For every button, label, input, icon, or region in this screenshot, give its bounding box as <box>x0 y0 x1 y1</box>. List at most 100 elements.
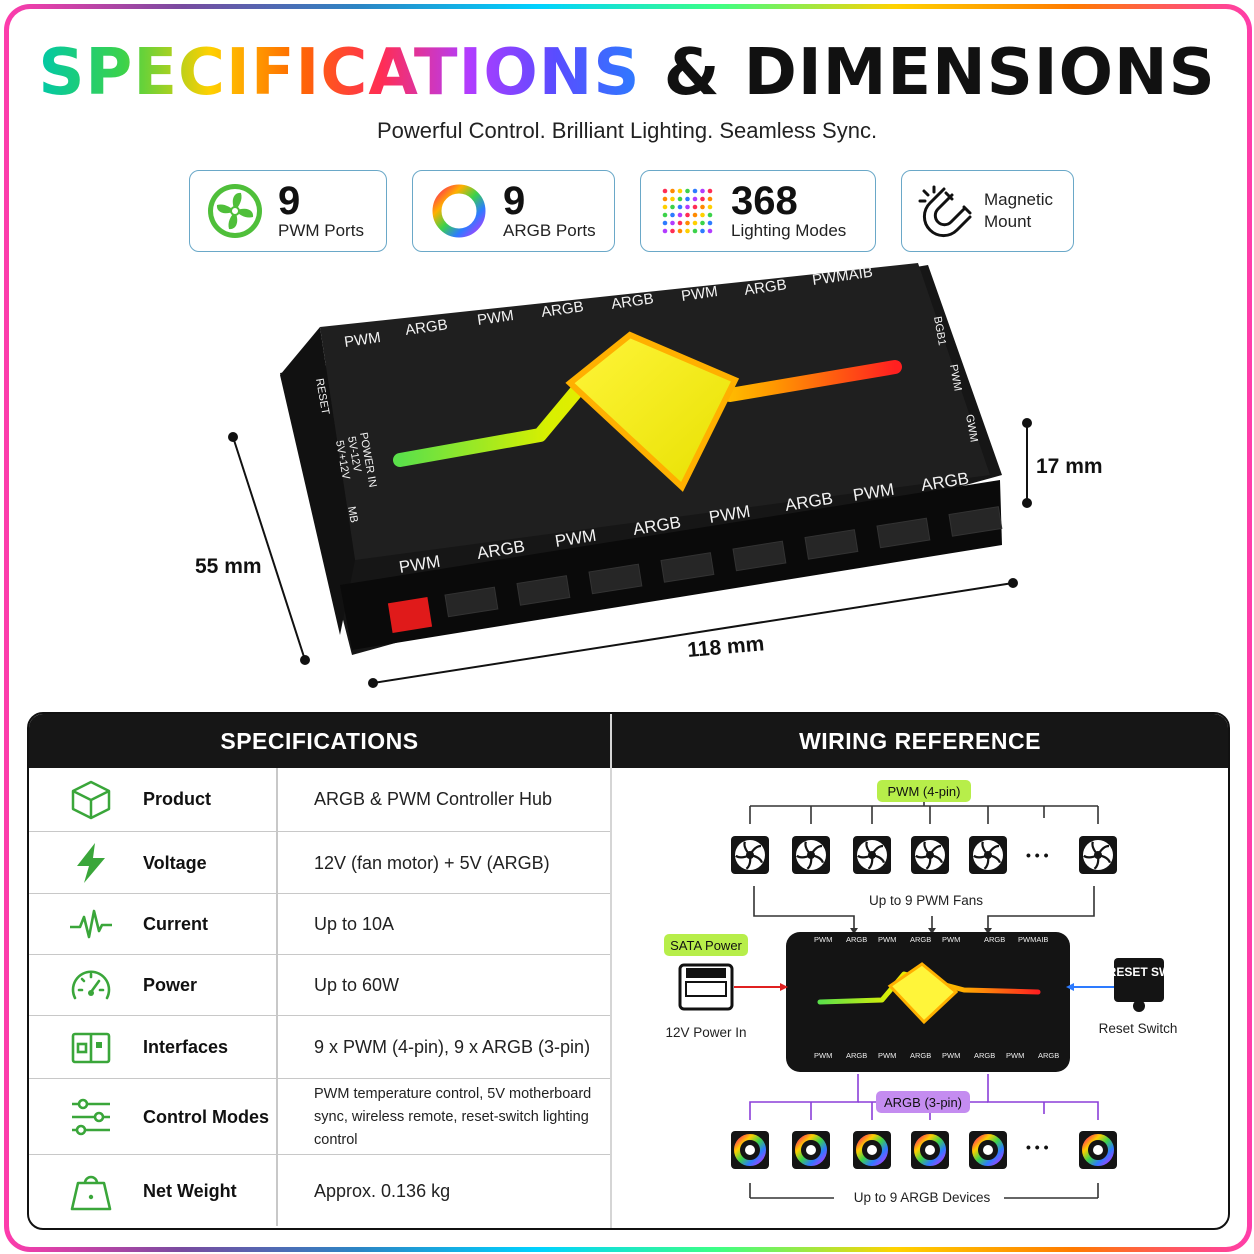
dot <box>692 196 698 202</box>
pwm-fan-icon <box>969 836 1007 874</box>
top-port-label: ARGB <box>540 298 584 321</box>
pwm-fan-icon <box>792 836 830 874</box>
reset-switch-label: RESET SW <box>1108 965 1171 979</box>
badge-label: Lighting Modes <box>731 221 847 240</box>
argb-tag-bg <box>876 1091 970 1113</box>
dot <box>692 212 698 218</box>
dot <box>670 212 675 218</box>
hub-light-diamond <box>565 331 740 492</box>
sata-connector-icon <box>678 963 734 1011</box>
dot <box>662 204 668 210</box>
dot <box>685 188 690 194</box>
hub-bottom-label: ARGB <box>974 1051 995 1060</box>
badge-label: Magnetic Mount <box>984 190 1053 231</box>
specifications-heading: SPECIFICATIONS <box>29 714 610 768</box>
top-port-label: ARGB <box>404 316 448 339</box>
spec-value: 9 x PWM (4-pin), 9 x ARGB (3-pin) <box>314 1037 591 1057</box>
dot <box>677 196 683 202</box>
top-port-label: PWM <box>476 307 515 329</box>
top-port-label: PWM <box>680 283 719 305</box>
spec-row-interfaces: Interfaces 9 x PWM (4-pin), 9 x ARGB (3-… <box>29 1015 610 1079</box>
spec-row-voltage: Voltage 12V (fan motor) + 5V (ARGB) <box>29 831 610 894</box>
argb-fan-icon <box>853 1131 891 1169</box>
badge-number: 368 <box>731 179 798 223</box>
specs-wiring-panel: SPECIFICATIONS WIRING REFERENCE Product … <box>27 712 1230 1230</box>
argb-fan-icon <box>731 1131 769 1169</box>
dot <box>692 204 698 210</box>
hub-bottom-label: PWM <box>814 1051 832 1060</box>
dot <box>677 212 683 218</box>
dot <box>707 196 713 202</box>
dot <box>677 228 683 234</box>
right-label-bgb1: BGB1 <box>931 315 948 346</box>
hub-bottom-label: ARGB <box>1038 1051 1059 1060</box>
hub-top-label: PWMAIB <box>1018 935 1048 944</box>
sliders-icon <box>72 1098 110 1136</box>
hub-body-side <box>280 327 355 635</box>
fan-icon <box>208 184 262 238</box>
wiring-reference-heading: WIRING REFERENCE <box>612 714 1228 768</box>
dot <box>685 196 690 202</box>
spec-value: PWM temperature control, 5V motherboard … <box>314 1085 592 1148</box>
spec-key: Voltage <box>143 852 207 873</box>
front-port <box>660 552 715 583</box>
argb-ellipsis: • • • <box>1026 1139 1049 1155</box>
argb-fan-icon <box>1079 1131 1117 1169</box>
front-port <box>948 506 1003 537</box>
spec-key: Current <box>143 914 209 934</box>
dot <box>670 204 675 210</box>
dimension-height: 17 mm <box>1036 455 1103 478</box>
dot <box>707 220 713 226</box>
sata-tag-bg <box>664 934 748 956</box>
hub-bottom-label: PWM <box>942 1051 960 1060</box>
spec-column-divider <box>276 768 278 1226</box>
dot <box>670 196 675 202</box>
dimension-width: 118 mm <box>686 632 765 662</box>
spec-row-power: Power Up to 60W <box>29 954 610 1016</box>
badge-label: PWM Ports <box>278 221 364 240</box>
left-label-mb: MB <box>345 505 360 523</box>
top-port-label: ARGB <box>743 276 787 299</box>
hub-top-label: ARGB <box>984 935 1005 944</box>
spec-value: Approx. 0.136 kg <box>314 1180 451 1201</box>
spec-value: Up to 60W <box>314 975 400 995</box>
dot <box>707 188 713 194</box>
hub-top-label: PWM <box>814 935 832 944</box>
right-label-gwm: GWM <box>963 413 980 443</box>
gauge-icon <box>71 970 111 999</box>
hub-bottom-label: ARGB <box>846 1051 867 1060</box>
badge-magnetic-mount: Magnetic Mount <box>901 170 1074 252</box>
dot <box>677 188 683 194</box>
right-label-pwm: PWM <box>947 363 963 392</box>
pulse-icon <box>70 909 112 938</box>
dot-matrix-icon <box>662 188 713 234</box>
dot <box>685 212 690 218</box>
spec-key: Product <box>143 789 212 809</box>
dot <box>692 188 698 194</box>
hub-top-label: PWM <box>942 935 960 944</box>
top-port-label: PWM <box>343 329 382 351</box>
argb-devices-caption: Up to 9 ARGB Devices <box>854 1190 991 1205</box>
pwm-fan-icon <box>1079 836 1117 874</box>
hub-top-label: ARGB <box>846 935 867 944</box>
pwm-fans-caption: Up to 9 PWM Fans <box>869 893 983 908</box>
dot <box>670 220 675 226</box>
argb-fan-icon <box>969 1131 1007 1169</box>
dot <box>700 204 705 210</box>
reset-switch-caption: Reset Switch <box>1099 1021 1178 1036</box>
page-title: SPECIFICATIONS & DIMENSIONS <box>38 36 1216 110</box>
dot <box>662 228 668 234</box>
lightning-icon <box>77 843 105 883</box>
dot <box>662 220 668 226</box>
front-port <box>444 586 499 618</box>
dot <box>677 220 683 226</box>
dot <box>700 212 705 218</box>
magnet-icon <box>918 185 972 238</box>
spec-row-net-weight: Net Weight Approx. 0.136 kg <box>29 1154 610 1227</box>
dimension-depth: 55 mm <box>195 555 262 578</box>
badge-label: ARGB Ports <box>503 221 596 240</box>
dot <box>685 220 690 226</box>
spec-key: Power <box>143 975 198 995</box>
